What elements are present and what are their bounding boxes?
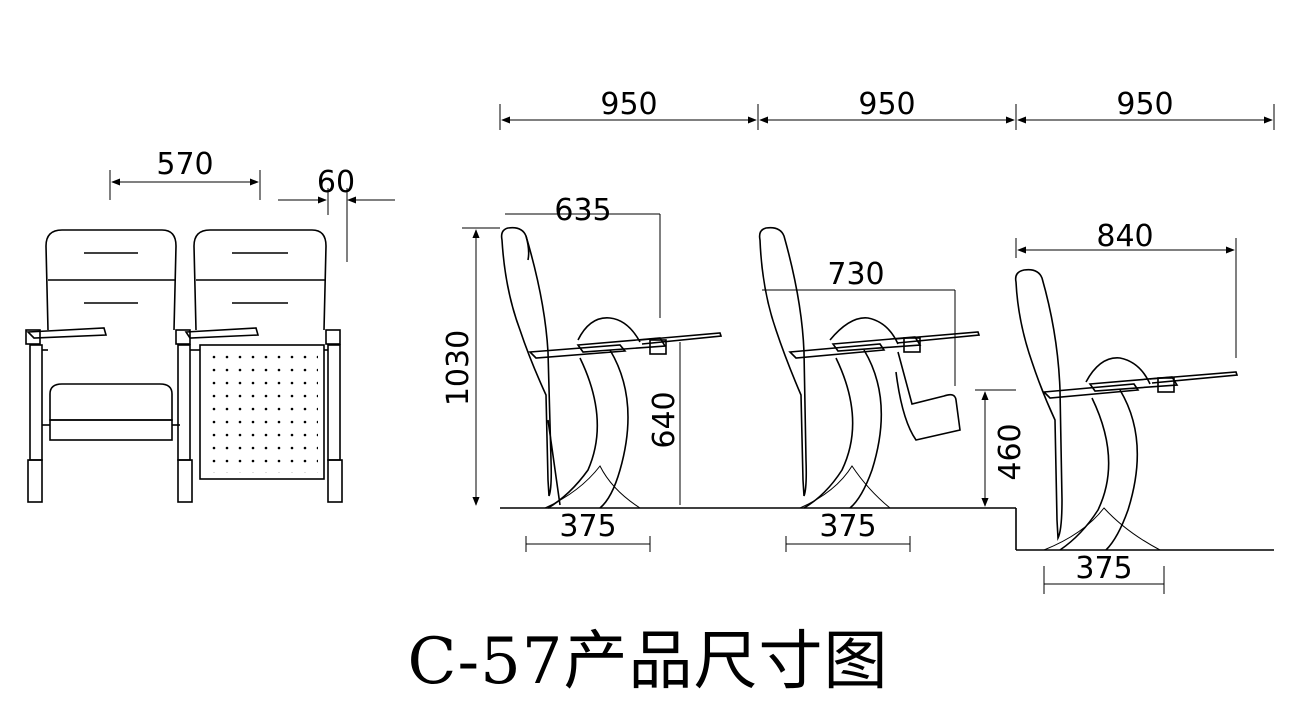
dimension-60: 60 xyxy=(278,165,395,262)
row-pitch-dimensions: 950 950 950 xyxy=(499,87,1275,130)
dimension-1030-label: 1030 xyxy=(441,330,476,406)
dimension-460-label: 460 xyxy=(993,423,1028,480)
dimension-570-label: 570 xyxy=(156,147,213,182)
dimension-730-label: 730 xyxy=(827,257,884,292)
dimension-635-label: 635 xyxy=(554,193,611,228)
perforated-seat-pattern xyxy=(206,351,318,473)
front-chair-right xyxy=(184,229,343,503)
pitch-label-1: 950 xyxy=(600,87,657,122)
side-chair-3: 460 840 375 xyxy=(975,219,1239,594)
base-375-label-1: 375 xyxy=(559,509,616,544)
dimension-840-label: 840 xyxy=(1096,219,1153,254)
dimension-570: 570 xyxy=(109,147,261,200)
side-chair-2: 730 375 xyxy=(758,226,981,552)
front-view: 570 60 xyxy=(25,147,395,503)
front-chair-left xyxy=(25,229,193,503)
base-375-label-2: 375 xyxy=(819,509,876,544)
dimension-60-label: 60 xyxy=(317,165,355,200)
side-chair-1: 1030 635 640 3 xyxy=(441,193,723,552)
pitch-label-3: 950 xyxy=(1116,87,1173,122)
dimension-640-label: 640 xyxy=(647,391,682,448)
side-views: 950 950 950 1030 635 640 xyxy=(441,87,1275,594)
base-375-label-3: 375 xyxy=(1075,551,1132,586)
pitch-label-2: 950 xyxy=(858,87,915,122)
drawing-title: C-57产品尺寸图 xyxy=(407,625,889,699)
